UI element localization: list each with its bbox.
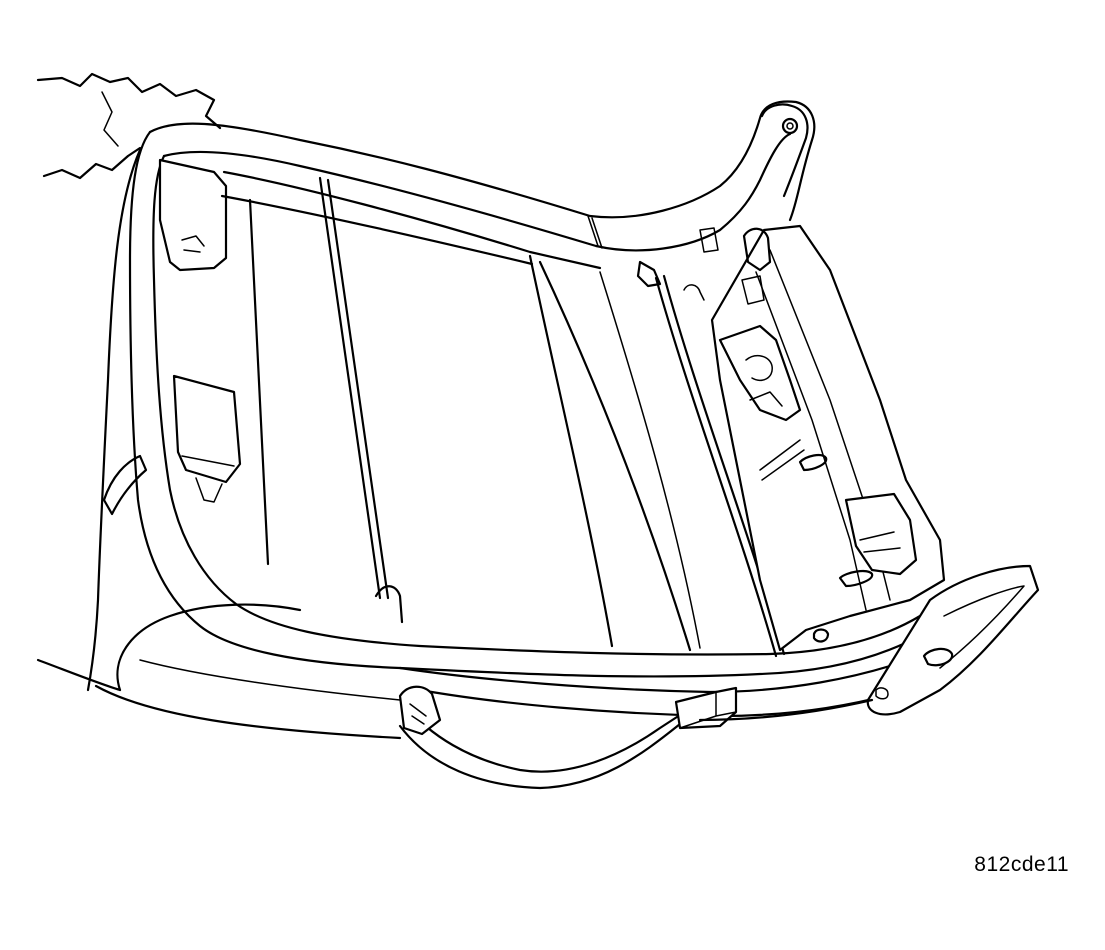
seat-cushion-lower-left xyxy=(36,658,122,692)
seat-strap-lower xyxy=(398,722,682,790)
recliner-track-housing xyxy=(710,224,946,652)
seat-cushion-seam xyxy=(139,659,401,701)
seat-cushion-left-contour xyxy=(86,148,142,692)
seat-cushion-left-lobe xyxy=(116,603,302,692)
recliner-latch-lower-detail xyxy=(859,531,901,553)
seat-panel-left-edge xyxy=(248,198,270,566)
rod-clip-lower xyxy=(374,585,404,624)
seat-padding-left-tear xyxy=(42,146,142,180)
seat-padding-torn-edge xyxy=(36,72,222,130)
seat-panel-top-edge-2 xyxy=(220,194,534,266)
recliner-slot-oval xyxy=(798,453,828,472)
recliner-track-rail-2 xyxy=(755,271,867,611)
support-rod-left xyxy=(318,176,382,600)
rod-clip-upper xyxy=(636,260,662,288)
seat-panel-right-edge xyxy=(538,260,692,652)
mount-ear-bolt-hole xyxy=(781,117,799,135)
seat-frame-left-side-inner xyxy=(152,154,922,656)
seat-frame-left-side-outer xyxy=(128,130,932,678)
recliner-small-hole xyxy=(812,628,830,643)
seat-panel-right-edge-b xyxy=(599,271,701,649)
strap-buckle xyxy=(398,685,442,736)
front-tube-connector xyxy=(674,686,738,730)
seat-frame-tube-outer xyxy=(148,100,816,222)
front-cross-tube-top xyxy=(398,650,932,694)
seat-panel-centre-edge xyxy=(528,254,614,648)
support-rod-right xyxy=(654,276,778,658)
seat-frame-tube-seam xyxy=(587,215,603,249)
left-upper-bracket-slot xyxy=(181,235,205,253)
recliner-small-tab xyxy=(683,284,705,301)
recliner-latch-upper xyxy=(718,324,802,422)
left-upper-bracket xyxy=(158,158,228,272)
seat-frame-side-bolt xyxy=(875,687,889,700)
recliner-hook-upper xyxy=(742,227,772,272)
front-cross-tube-bottom xyxy=(418,688,902,718)
recliner-latch-detail xyxy=(745,354,783,407)
left-lower-bracket-face xyxy=(181,455,235,503)
seat-panel-top-edge xyxy=(222,170,602,270)
figure-id-label: 812cde11 xyxy=(974,853,1069,876)
front-flange-bolt-hole xyxy=(922,647,954,667)
strap-buckle-slot xyxy=(409,703,427,725)
left-lower-bracket xyxy=(172,374,242,484)
mount-ear-bolt-hole-inner xyxy=(786,122,794,130)
seat-frame-mount-ear xyxy=(760,103,809,198)
seat-cushion-notch xyxy=(102,454,148,516)
recliner-latch-lower xyxy=(844,492,918,576)
seat-strap-upper xyxy=(402,700,702,773)
recliner-slot-oval-2 xyxy=(838,569,874,588)
front-right-flange-inner xyxy=(939,585,1025,669)
seat-padding-fold xyxy=(101,91,119,147)
seat-cushion-bottom-contour xyxy=(94,684,874,740)
recliner-track-slot xyxy=(759,439,805,481)
recliner-top-clip xyxy=(699,227,765,305)
front-tube-connector-face xyxy=(679,691,737,729)
seat-frame-tube-inner xyxy=(162,132,792,252)
support-rod-left-b xyxy=(326,178,390,600)
front-right-flange xyxy=(866,564,1040,716)
